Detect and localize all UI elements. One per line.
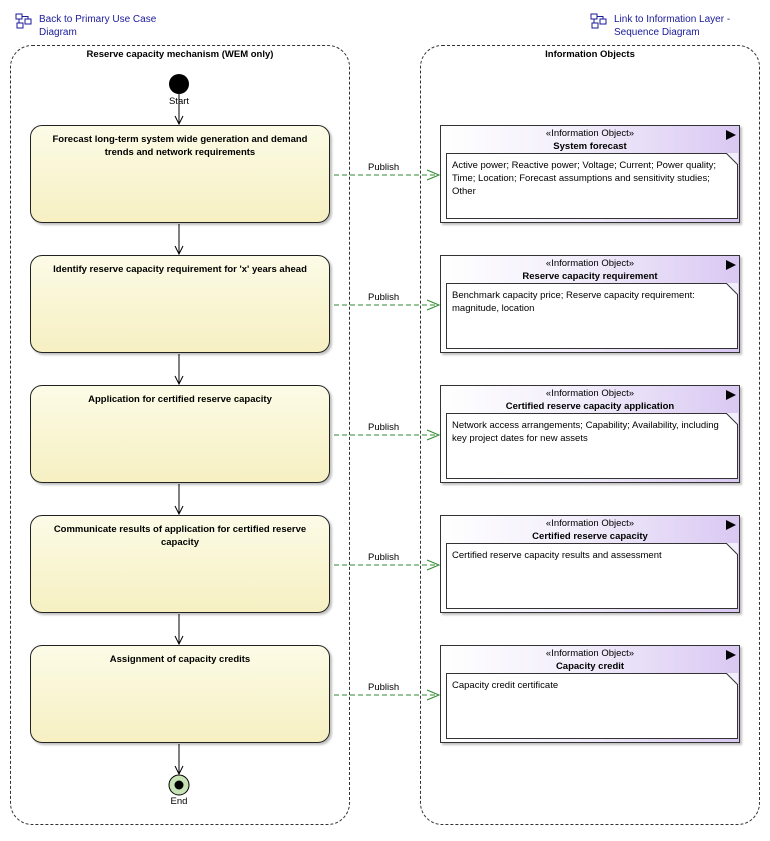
note-text: Benchmark capacity price; Reserve capaci… [452, 290, 695, 314]
stereotype-label: «Information Object» [545, 648, 635, 659]
play-triangle-icon [726, 520, 736, 530]
lane-title-right: Information Objects [545, 49, 635, 60]
diagram-link-icon [590, 13, 607, 29]
lane-title-left: Reserve capacity mechanism (WEM only) [86, 49, 274, 60]
play-triangle-icon [726, 650, 736, 660]
activity-identify-requirement[interactable]: Identify reserve capacity requirement fo… [30, 255, 330, 353]
note-fold-icon [726, 543, 738, 555]
publish-label: Publish [368, 162, 400, 173]
stereotype-label: «Information Object» [545, 518, 635, 529]
link-to-information-layer[interactable]: Link to Information Layer - Sequence Dia… [590, 13, 730, 39]
note-text: Certified reserve capacity results and a… [452, 550, 662, 561]
stereotype-label: «Information Object» [545, 128, 635, 139]
info-object-name: Certified reserve capacity application [505, 401, 675, 412]
activity-assign-credits[interactable]: Assignment of capacity credits [30, 645, 330, 743]
activity-communicate-results[interactable]: Communicate results of application for c… [30, 515, 330, 613]
info-object-note: Capacity credit certificate [446, 673, 738, 739]
note-text: Network access arrangements; Capability;… [452, 420, 719, 444]
info-object-note: Active power; Reactive power; Voltage; C… [446, 153, 738, 219]
note-fold-icon [726, 283, 738, 295]
activity-label: Communicate results of application for c… [53, 524, 307, 548]
stereotype-label: «Information Object» [545, 258, 635, 269]
end-label: End [170, 796, 188, 807]
note-fold-icon [726, 413, 738, 425]
publish-label: Publish [368, 422, 400, 433]
note-text: Capacity credit certificate [452, 680, 559, 691]
info-object-capacity-credit[interactable]: «Information Object» Capacity credit Cap… [440, 645, 740, 743]
stereotype-label: «Information Object» [545, 388, 635, 399]
lane-reserve-capacity: Reserve capacity mechanism (WEM only) [10, 45, 350, 825]
activity-application[interactable]: Application for certified reserve capaci… [30, 385, 330, 483]
publish-label: Publish [368, 292, 400, 303]
info-object-system-forecast[interactable]: «Information Object» System forecast Act… [440, 125, 740, 223]
info-object-name: Certified reserve capacity [532, 531, 648, 542]
info-object-name: Capacity credit [555, 661, 625, 672]
info-object-certified-reserve-capacity[interactable]: «Information Object» Certified reserve c… [440, 515, 740, 613]
note-text: Active power; Reactive power; Voltage; C… [452, 160, 717, 197]
start-label: Start [168, 96, 190, 107]
back-to-primary-use-case-link[interactable]: Back to Primary Use Case Diagram [15, 13, 156, 39]
activity-label: Identify reserve capacity requirement fo… [53, 264, 307, 275]
start-node [169, 74, 189, 94]
diagram-link-icon [15, 13, 32, 29]
publish-flows [334, 175, 439, 695]
back-link-label: Back to Primary Use Case Diagram [39, 14, 157, 38]
activity-label: Application for certified reserve capaci… [88, 394, 272, 405]
activity-label: Forecast long-term system wide generatio… [52, 134, 308, 158]
info-object-note: Network access arrangements; Capability;… [446, 413, 738, 479]
play-triangle-icon [726, 260, 736, 270]
publish-label: Publish [368, 552, 400, 563]
play-triangle-icon [726, 130, 736, 140]
note-fold-icon [726, 673, 738, 685]
note-fold-icon [726, 153, 738, 165]
play-triangle-icon [726, 390, 736, 400]
info-object-name: System forecast [553, 141, 627, 152]
info-object-certified-application[interactable]: «Information Object» Certified reserve c… [440, 385, 740, 483]
info-link-label: Link to Information Layer - Sequence Dia… [614, 14, 731, 38]
lane-information-objects: Information Objects [420, 45, 760, 825]
info-object-name: Reserve capacity requirement [522, 271, 658, 282]
info-object-note: Certified reserve capacity results and a… [446, 543, 738, 609]
end-node [168, 774, 190, 796]
activity-forecast[interactable]: Forecast long-term system wide generatio… [30, 125, 330, 223]
info-object-reserve-capacity-requirement[interactable]: «Information Object» Reserve capacity re… [440, 255, 740, 353]
activity-label: Assignment of capacity credits [109, 654, 251, 665]
info-object-note: Benchmark capacity price; Reserve capaci… [446, 283, 738, 349]
publish-label: Publish [368, 682, 400, 693]
